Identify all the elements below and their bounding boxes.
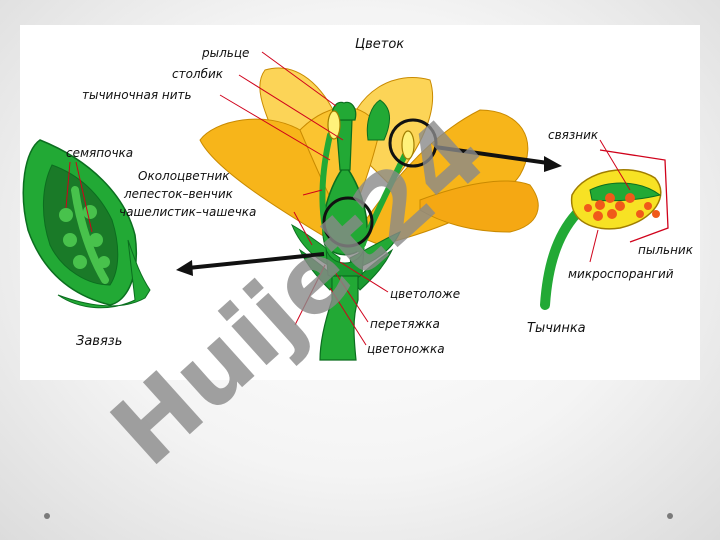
arrow-to-ovary xyxy=(187,252,325,270)
ovule xyxy=(59,208,73,222)
pollen-grain xyxy=(625,193,635,203)
label-sepal-calyx: чашелистик–чашечка xyxy=(119,205,256,219)
ovule xyxy=(98,256,110,268)
label-petal-corolla: лепесток–венчик xyxy=(123,187,234,201)
arrows xyxy=(176,145,562,276)
label-pedicel: цветоножка xyxy=(367,342,445,356)
pollen-grain xyxy=(595,200,605,210)
ovary-zoom-circle xyxy=(322,196,374,248)
label-receptacle: цветоложе xyxy=(390,287,460,301)
leader-ovule-1 xyxy=(65,161,71,209)
leader-connective xyxy=(599,139,631,191)
leader-style xyxy=(238,74,344,141)
label-anther: пыльник xyxy=(638,243,694,257)
stamen-filament-left xyxy=(319,132,333,253)
stamen-filament xyxy=(540,205,585,310)
pollen-grain xyxy=(636,210,644,218)
ovule xyxy=(89,233,103,247)
pollen-grain xyxy=(593,211,603,221)
anther-zoom-circle xyxy=(388,118,438,168)
arrow-to-ovary-head xyxy=(176,260,193,276)
label-stigma: рыльце xyxy=(201,46,249,60)
label-flower: Цветок xyxy=(355,37,404,52)
slide-dot-right xyxy=(667,513,673,519)
ovary-detail xyxy=(22,139,151,309)
leader-petal xyxy=(302,189,323,196)
label-filament: тычиночная нить xyxy=(82,88,192,102)
label-perianth: Околоцветник xyxy=(138,169,230,183)
label-ovary: Завязь xyxy=(76,334,122,349)
pollen-grain xyxy=(644,202,652,210)
leader-receptacle xyxy=(339,261,389,293)
pollen-grain xyxy=(615,201,625,211)
style-leaf xyxy=(366,99,390,141)
leader-constriction xyxy=(334,271,369,323)
stamen-anther-right xyxy=(401,130,415,160)
leader-pedicel xyxy=(329,287,367,346)
pistil-ovary xyxy=(322,163,368,256)
arrow-to-stamen-head xyxy=(544,156,562,172)
ovule xyxy=(73,255,87,269)
label-stamen: Тычинка xyxy=(527,321,586,336)
pollen-grain xyxy=(605,193,615,203)
stamen-detail xyxy=(540,149,669,310)
leader-lines xyxy=(65,51,631,346)
pollen-grain xyxy=(584,204,592,212)
label-style: столбик xyxy=(172,67,224,81)
ovule xyxy=(83,205,97,219)
slide-dot-left xyxy=(44,513,50,519)
leader-sepal xyxy=(293,211,313,246)
pedicel xyxy=(319,275,359,361)
pollen-grain xyxy=(652,210,660,218)
ovule xyxy=(63,233,77,247)
ovary-base xyxy=(57,239,151,309)
ovule-column xyxy=(71,186,109,284)
arrow-to-stamen xyxy=(434,145,549,165)
leader-microsporangium xyxy=(589,229,599,263)
label-constriction: перетяжка xyxy=(370,317,440,331)
labels: Цветок рыльце столбик тычиночная нить се… xyxy=(66,37,694,356)
petal-far-right xyxy=(419,180,539,233)
leader-stigma xyxy=(261,51,337,107)
leader-constriction-2 xyxy=(294,264,326,326)
leader-ovule-2 xyxy=(75,161,93,233)
flower-illustration xyxy=(199,67,539,361)
leader-filament xyxy=(219,94,331,161)
label-ovule: семяпочка xyxy=(66,146,133,160)
label-connective: связник xyxy=(548,128,599,142)
microsporangium-bracket xyxy=(599,149,669,243)
label-microsporangium: микроспорангий xyxy=(568,267,674,281)
pollen-grain xyxy=(607,209,617,219)
